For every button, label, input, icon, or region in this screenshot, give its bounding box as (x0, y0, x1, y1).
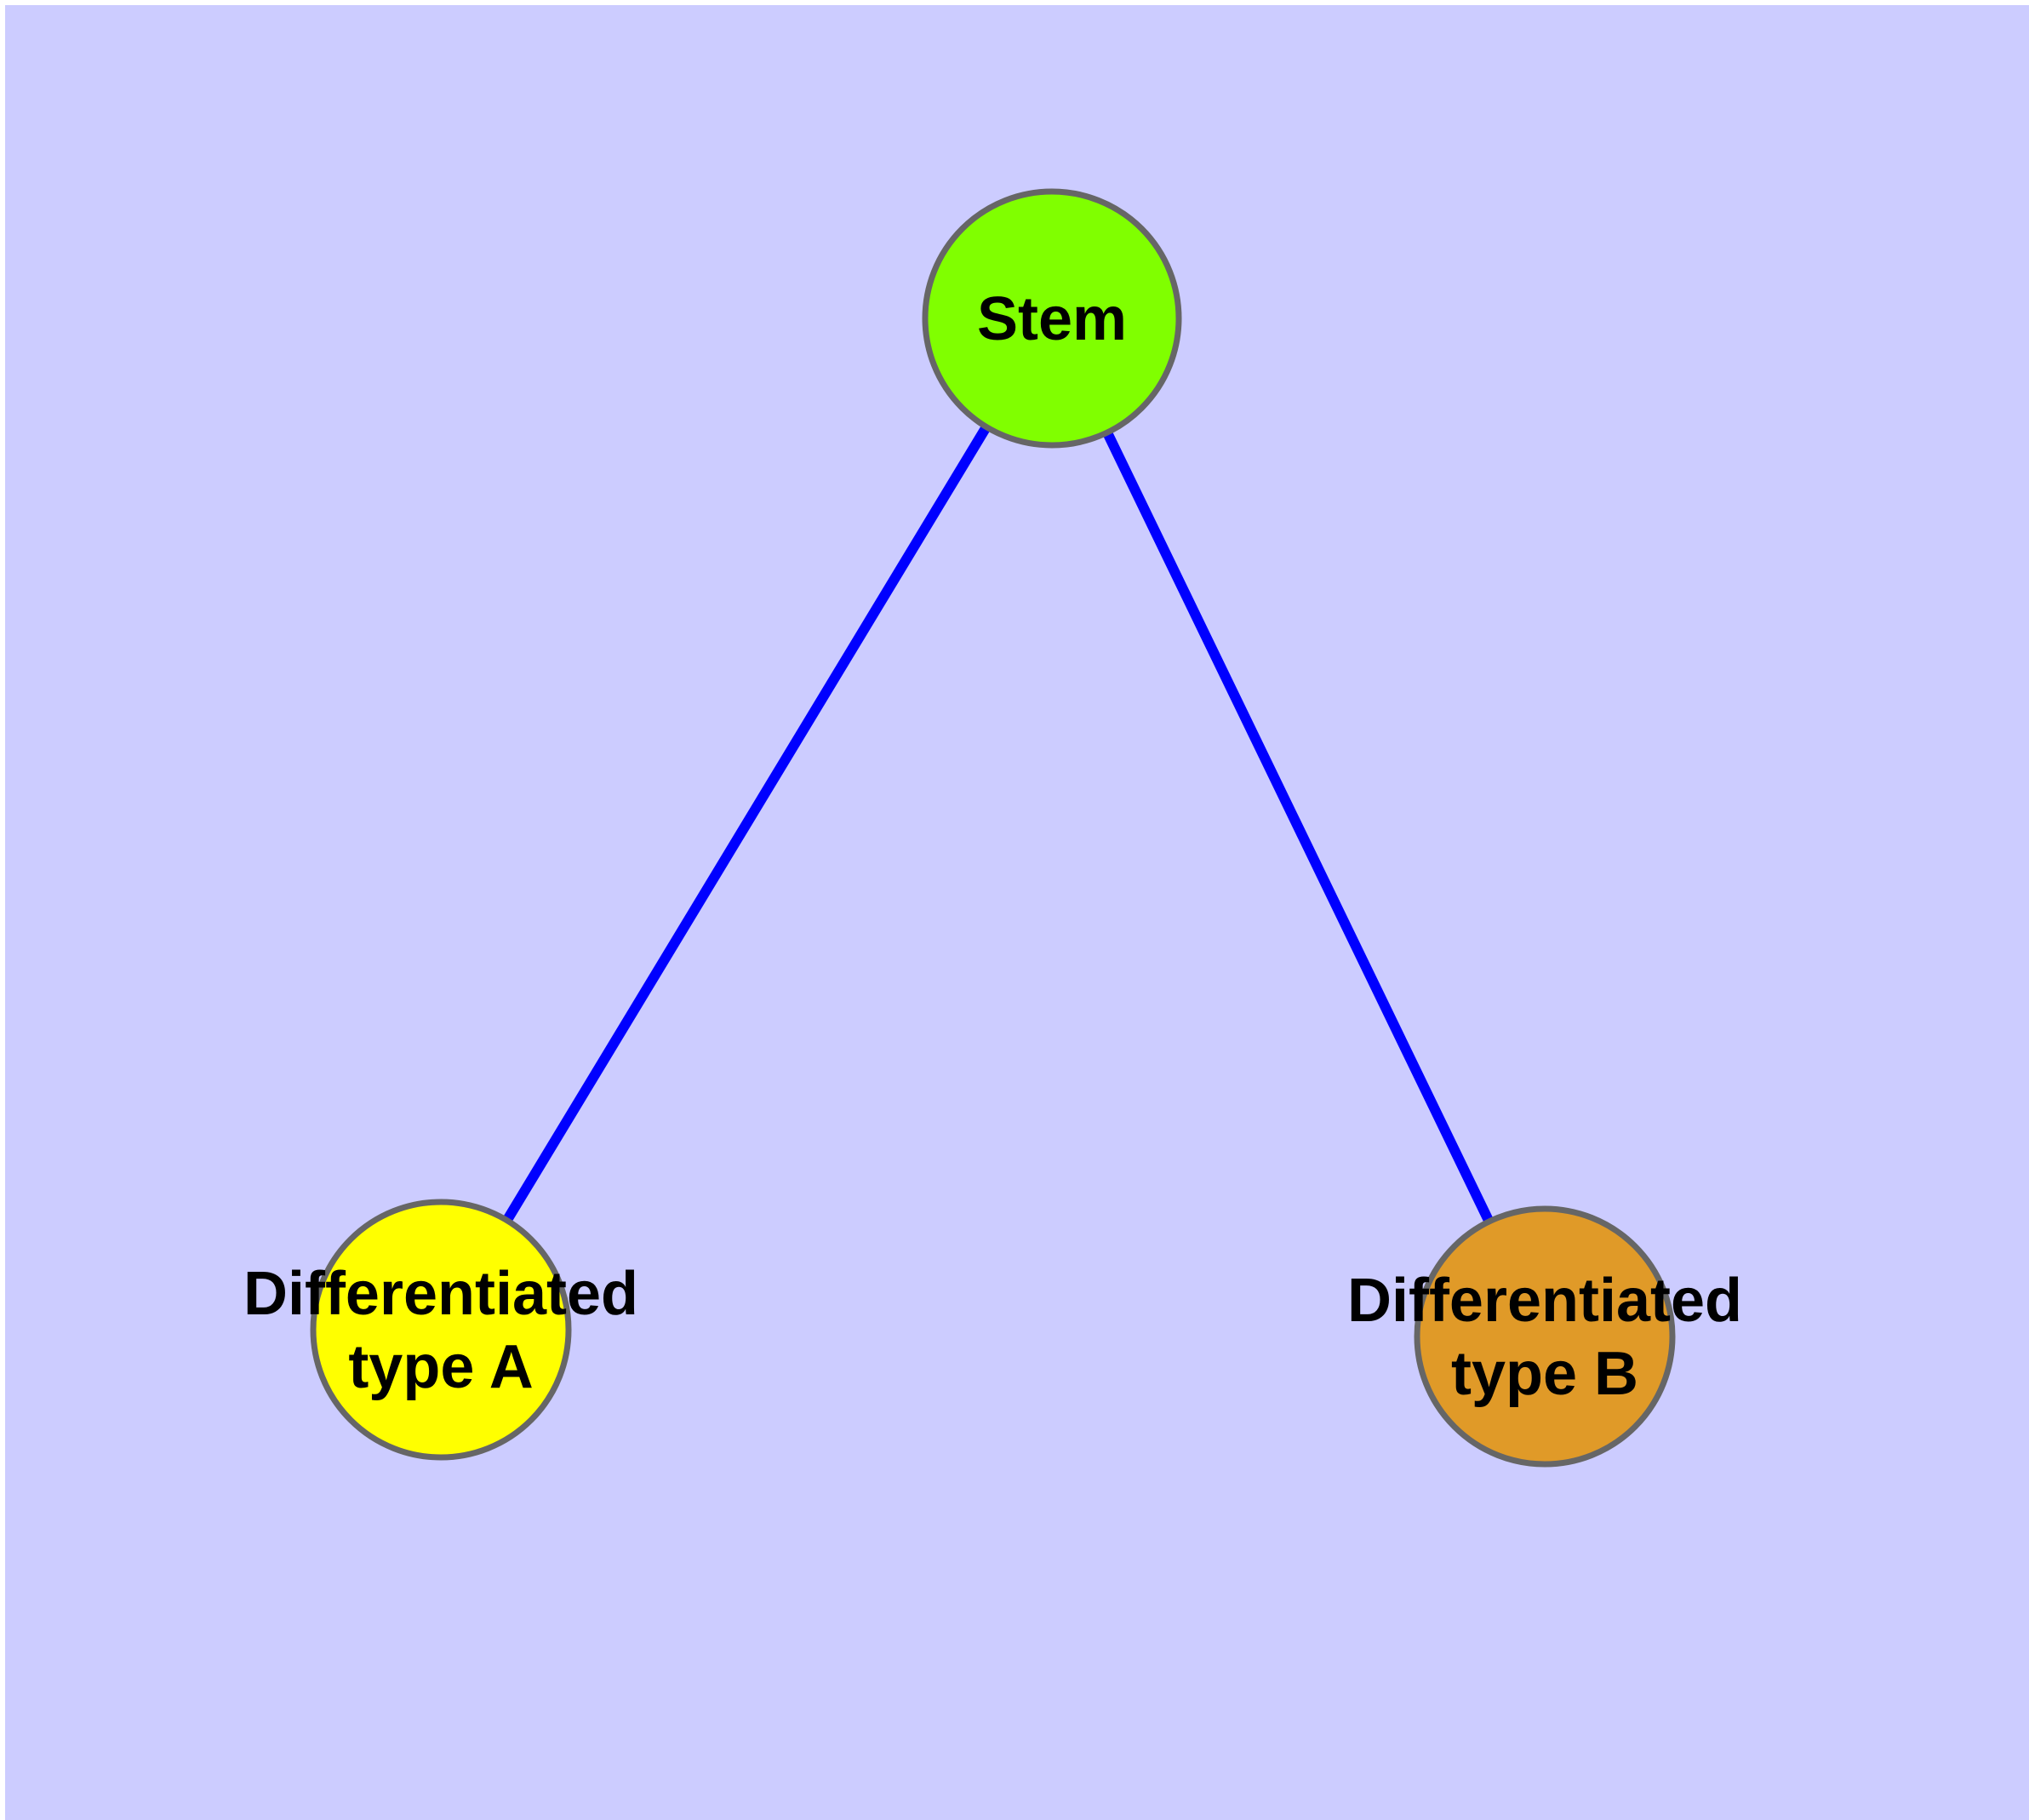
node-differentiated-type-b[interactable] (1414, 1205, 1676, 1468)
edge-layer (436, 315, 1550, 1339)
node-differentiated-type-b-circle[interactable] (1414, 1205, 1676, 1468)
edge-stem-to-differentiated-type-a[interactable] (436, 315, 1057, 1333)
node-differentiated-type-a[interactable] (310, 1199, 572, 1461)
node-differentiated-type-a-circle[interactable] (310, 1199, 572, 1461)
edge-stem-to-differentiated-type-b[interactable] (1047, 316, 1550, 1339)
node-stem-label: Stem (977, 285, 1127, 353)
node-stem[interactable] (922, 188, 1182, 449)
node-layer (310, 188, 1676, 1468)
node-stem-circle[interactable] (922, 188, 1182, 449)
